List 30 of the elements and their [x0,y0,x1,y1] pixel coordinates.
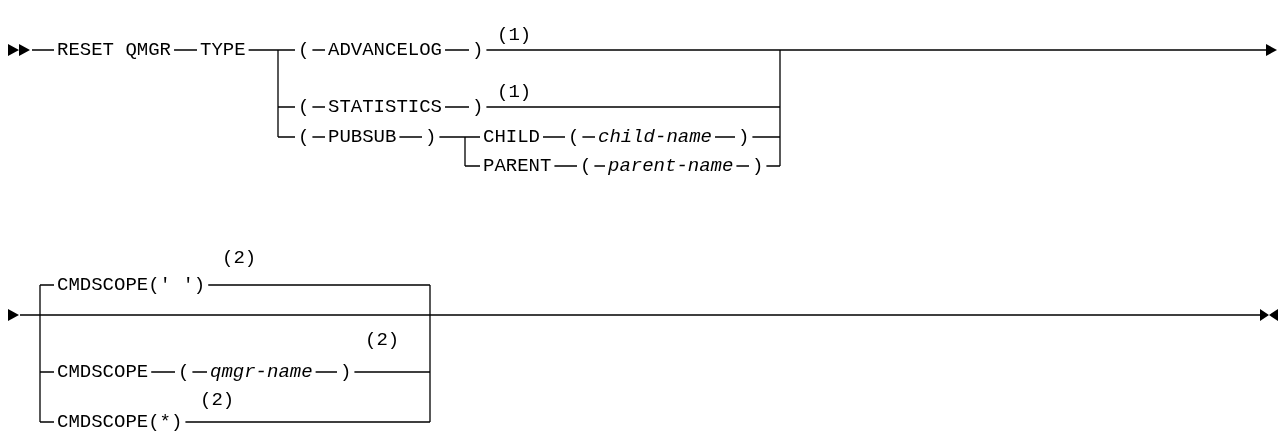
parenthesis: ) [738,127,750,147]
keyword: CHILD [483,127,540,147]
keyword: ADVANCELOG [328,40,443,60]
parenthesis: ) [752,156,764,176]
parenthesis: ) [425,127,437,147]
parenthesis: ( [580,156,592,176]
footnote-mark: (1) [497,25,532,45]
parenthesis: ) [472,97,484,117]
variable-name: qmgr-name [210,362,313,382]
parenthesis: ( [178,362,190,382]
keyword: PARENT [483,156,552,176]
keyword: CMDSCOPE [57,362,149,382]
parenthesis: ( [298,97,310,117]
parenthesis: ) [340,362,352,382]
variable-name: parent-name [608,156,734,176]
footnote-mark: (2) [365,330,400,350]
keyword: STATISTICS [328,97,443,117]
parenthesis: ( [568,127,580,147]
keyword: RESET QMGR [57,40,172,60]
keyword: CMDSCOPE(' ') [57,275,206,295]
keyword: CMDSCOPE(*) [57,412,183,432]
variable-name: child-name [598,127,713,147]
parenthesis: ) [472,40,484,60]
keyword: TYPE [200,40,246,60]
keyword: PUBSUB [328,127,397,147]
parenthesis: ( [298,127,310,147]
parenthesis: ( [298,40,310,60]
footnote-mark: (2) [200,390,235,410]
footnote-mark: (2) [222,248,257,268]
footnote-mark: (1) [497,82,532,102]
